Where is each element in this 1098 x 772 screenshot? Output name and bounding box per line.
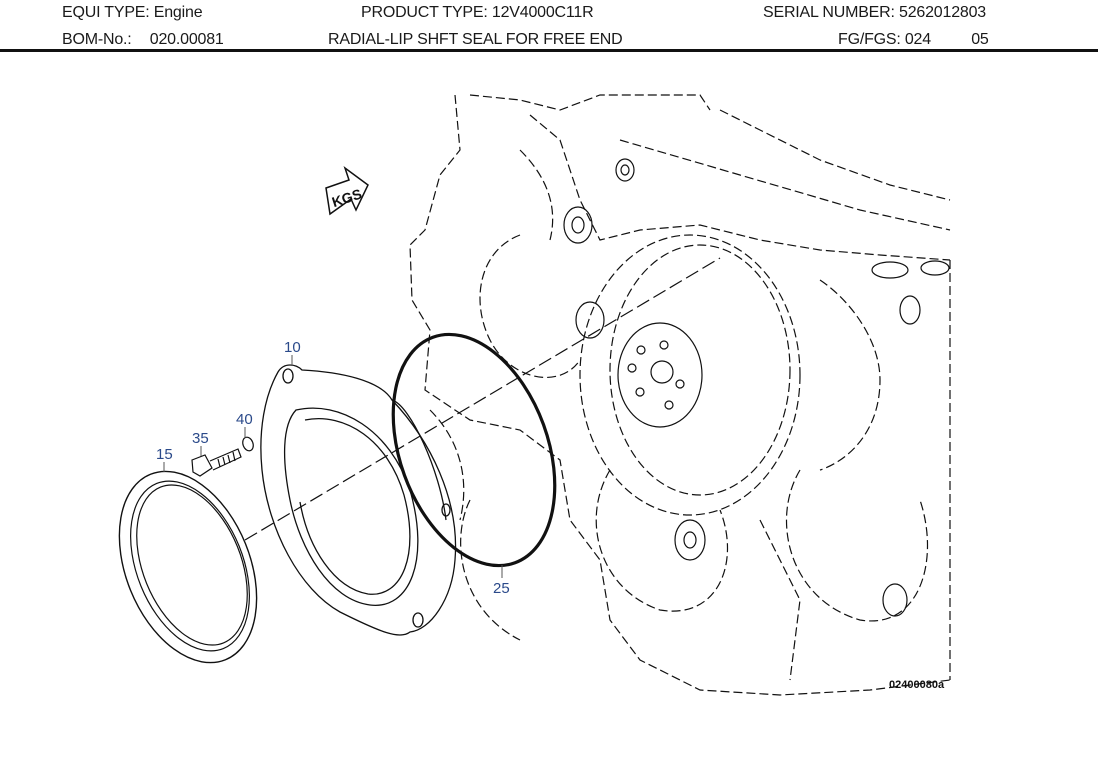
part-description: RADIAL-LIP SHFT SEAL FOR FREE END: [328, 31, 623, 48]
bom-value: 020.00081: [149, 31, 224, 48]
engine-block-solid-details: [563, 158, 950, 617]
callout-leaders: [163, 355, 503, 578]
serial-number-value: 5262012803: [899, 4, 986, 21]
figure-number: 02400080a: [889, 679, 945, 691]
assembly-centerline: [244, 257, 721, 541]
fg-value: 024: [904, 31, 931, 48]
fg-fgs: FG/FGS: 024 05: [838, 31, 989, 49]
callout-35[interactable]: 35: [192, 430, 209, 447]
header-divider: [0, 49, 1098, 52]
part-35-screw: [191, 448, 242, 477]
kgs-direction-marker: KGS: [325, 165, 369, 216]
fgs-value: 05: [971, 31, 989, 48]
callout-40[interactable]: 40: [236, 411, 253, 428]
serial-number: SERIAL NUMBER: 5262012803: [763, 4, 986, 22]
part-10-cover: [260, 364, 457, 636]
product-type-label: PRODUCT TYPE:: [361, 4, 488, 21]
bom-number: BOM-No.: 020.00081: [62, 31, 224, 49]
product-type-value: 12V4000C11R: [491, 4, 594, 21]
engine-block-drawing: [409, 94, 951, 696]
callout-15[interactable]: 15: [156, 446, 173, 463]
part-15-shaft-seal: [118, 470, 258, 664]
equi-type: EQUI TYPE: Engine: [62, 4, 203, 22]
callout-25[interactable]: 25: [493, 580, 510, 597]
equi-type-label: EQUI TYPE:: [62, 4, 150, 21]
callout-10[interactable]: 10: [284, 339, 301, 356]
product-type: PRODUCT TYPE: 12V4000C11R: [361, 4, 594, 22]
part-40-washer: [242, 436, 254, 452]
bom-label: BOM-No.:: [62, 31, 132, 48]
serial-number-label: SERIAL NUMBER:: [763, 4, 895, 21]
fg-label: FG/FGS:: [838, 31, 901, 48]
part-25-o-ring: [391, 332, 557, 568]
equi-type-value: Engine: [153, 4, 203, 21]
